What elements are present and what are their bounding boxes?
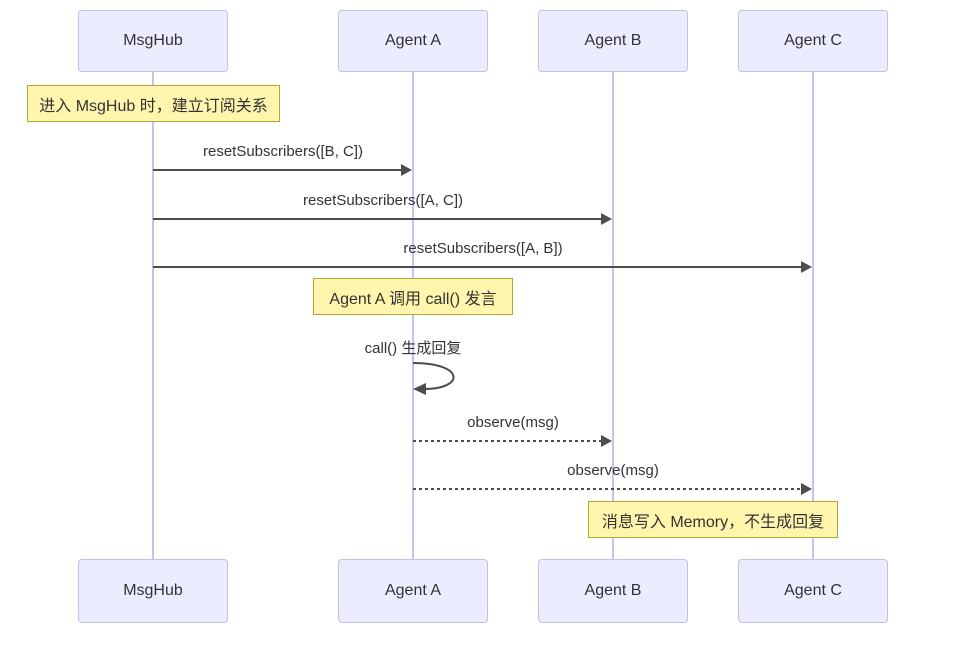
actor-top-agent-a: Agent A (338, 10, 488, 72)
message-arrow-reset-ac (153, 213, 612, 225)
note-agent-a-call: Agent A 调用 call() 发言 (313, 278, 513, 315)
note-subscription-setup: 进入 MsgHub 时，建立订阅关系 (27, 85, 280, 122)
arrow-line (413, 488, 801, 490)
lifeline-agent-b (612, 72, 614, 560)
lifeline-agent-a (412, 72, 414, 560)
message-arrow-observe-b (413, 435, 612, 447)
actor-label: MsgHub (123, 32, 183, 49)
arrowhead-icon (401, 164, 412, 176)
actor-bottom-agent-a: Agent A (338, 559, 488, 623)
arrowhead-icon (601, 435, 612, 447)
note-text: 进入 MsgHub 时，建立订阅关系 (39, 97, 268, 115)
message-arrow-observe-c (413, 483, 812, 495)
note-text: 消息写入 Memory，不生成回复 (601, 513, 825, 531)
lifeline-agent-c (812, 72, 814, 560)
lifeline-msghub (152, 72, 154, 560)
actor-top-msghub: MsgHub (78, 10, 228, 72)
actor-label: Agent A (384, 32, 442, 49)
message-label-observe-b: observe(msg) (467, 414, 559, 431)
arrowhead-icon (601, 213, 612, 225)
message-label-reset-ab: resetSubscribers([A, B]) (403, 240, 563, 257)
arrow-line (153, 169, 401, 171)
message-label-observe-c: observe(msg) (567, 462, 659, 479)
actor-label: Agent B (584, 32, 642, 49)
arrowhead-icon (801, 483, 812, 495)
note-memory-write: 消息写入 Memory，不生成回复 (588, 501, 838, 538)
note-text: Agent A 调用 call() 发言 (329, 290, 497, 308)
actor-bottom-agent-b: Agent B (538, 559, 688, 623)
actor-label: Agent B (584, 582, 642, 599)
actor-label: Agent A (384, 582, 442, 599)
actor-bottom-agent-c: Agent C (738, 559, 888, 623)
message-arrow-reset-bc (153, 164, 412, 176)
actor-top-agent-b: Agent B (538, 10, 688, 72)
actor-label: MsgHub (123, 582, 183, 599)
self-loop-curve (412, 362, 455, 390)
actor-label: Agent C (784, 32, 842, 49)
arrowhead-icon (413, 383, 426, 395)
actor-bottom-msghub: MsgHub (78, 559, 228, 623)
message-arrow-reset-ab (153, 261, 812, 273)
arrow-line (153, 218, 601, 220)
message-label-reset-bc: resetSubscribers([B, C]) (202, 143, 364, 160)
arrow-line (153, 266, 801, 268)
message-label-reset-ac: resetSubscribers([A, C]) (302, 192, 464, 209)
actor-label: Agent C (784, 582, 842, 599)
arrowhead-icon (801, 261, 812, 273)
arrow-line (413, 440, 601, 442)
self-loop-arrow (412, 362, 455, 395)
message-label-call-reply: call() 生成回复 (364, 340, 462, 357)
actor-top-agent-c: Agent C (738, 10, 888, 72)
